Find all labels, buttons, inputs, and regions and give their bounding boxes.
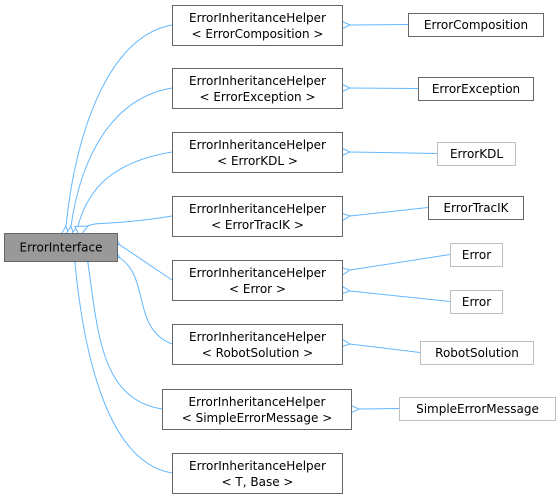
node-helper-8-line2: < T, Base > <box>222 475 294 489</box>
edge-helper-6-to-base <box>120 258 173 345</box>
node-helper-6-line2: < RobotSolution > <box>202 346 313 360</box>
edge-helper-4-to-base <box>88 215 173 226</box>
node-derived-8[interactable]: SimpleErrorMessage <box>399 397 556 421</box>
edge-helper-1-to-base <box>66 24 173 226</box>
edge-helper-5-to-base <box>120 245 173 281</box>
edge-helper-8-to-base <box>75 263 173 474</box>
node-helper-7-line2: < SimpleErrorMessage > <box>182 411 333 425</box>
node-helper-3[interactable]: ErrorInheritanceHelper < ErrorKDL > <box>172 132 343 173</box>
node-derived-1[interactable]: ErrorComposition <box>408 13 544 37</box>
node-helper-2-line1: ErrorInheritanceHelper <box>189 74 326 88</box>
node-helper-8[interactable]: ErrorInheritanceHelper < T, Base > <box>172 453 343 494</box>
node-derived-4-label: ErrorTracIK <box>443 201 509 215</box>
node-derived-5[interactable]: Error <box>450 243 503 267</box>
node-error-interface[interactable]: ErrorInterface <box>4 233 118 262</box>
edge-derived-1-to-helper <box>350 25 409 26</box>
node-helper-5-line1: ErrorInheritanceHelper <box>189 266 326 280</box>
edge-derived-7-to-helper <box>350 344 421 353</box>
node-helper-5[interactable]: ErrorInheritanceHelper < Error > <box>172 260 343 301</box>
node-derived-2-label: ErrorException <box>432 82 520 96</box>
edge-derived-2-to-helper <box>350 88 419 89</box>
node-helper-1-line1: ErrorInheritanceHelper <box>189 11 326 25</box>
node-helper-2[interactable]: ErrorInheritanceHelper < ErrorException > <box>172 68 343 109</box>
edge-helper-7-to-base <box>88 263 163 410</box>
node-derived-6-label: Error <box>462 295 491 309</box>
edge-derived-3-to-helper <box>350 152 438 154</box>
node-helper-1-line2: < ErrorComposition > <box>192 27 324 41</box>
node-helper-1[interactable]: ErrorInheritanceHelper < ErrorComposition… <box>172 5 343 46</box>
node-helper-7-line1: ErrorInheritanceHelper <box>189 395 326 409</box>
node-helper-6[interactable]: ErrorInheritanceHelper < RobotSolution > <box>172 324 343 365</box>
node-helper-4[interactable]: ErrorInheritanceHelper < ErrorTracIK > <box>172 196 343 237</box>
node-derived-4[interactable]: ErrorTracIK <box>428 196 524 220</box>
node-error-interface-label: ErrorInterface <box>20 241 103 255</box>
node-derived-2[interactable]: ErrorException <box>418 77 534 101</box>
node-helper-3-line1: ErrorInheritanceHelper <box>189 138 326 152</box>
edge-derived-8-to-helper <box>359 409 400 410</box>
node-helper-5-line2: < Error > <box>229 282 286 296</box>
node-helper-3-line2: < ErrorKDL > <box>217 154 298 168</box>
node-helper-8-line1: ErrorInheritanceHelper <box>189 459 326 473</box>
node-helper-4-line1: ErrorInheritanceHelper <box>189 202 326 216</box>
node-derived-5-label: Error <box>462 248 491 262</box>
node-derived-8-label: SimpleErrorMessage <box>416 402 539 416</box>
node-derived-1-label: ErrorComposition <box>424 18 528 32</box>
edge-derived-4-to-helper <box>350 207 429 217</box>
node-derived-7[interactable]: RobotSolution <box>420 341 534 365</box>
node-helper-2-line2: < ErrorException > <box>199 90 315 104</box>
node-helper-7[interactable]: ErrorInheritanceHelper < SimpleErrorMessa… <box>162 389 352 430</box>
edge-helper-2-to-base <box>71 87 173 226</box>
node-derived-6[interactable]: Error <box>450 290 503 314</box>
node-derived-3[interactable]: ErrorKDL <box>437 142 516 166</box>
edge-helper-3-to-base <box>78 151 173 226</box>
node-helper-6-line1: ErrorInheritanceHelper <box>189 330 326 344</box>
node-derived-7-label: RobotSolution <box>435 346 519 360</box>
edge-derived-6-to-helper <box>350 291 451 302</box>
edge-derived-5-to-helper <box>350 254 451 271</box>
node-helper-4-line2: < ErrorTracIK > <box>211 218 304 232</box>
node-derived-3-label: ErrorKDL <box>450 147 503 161</box>
